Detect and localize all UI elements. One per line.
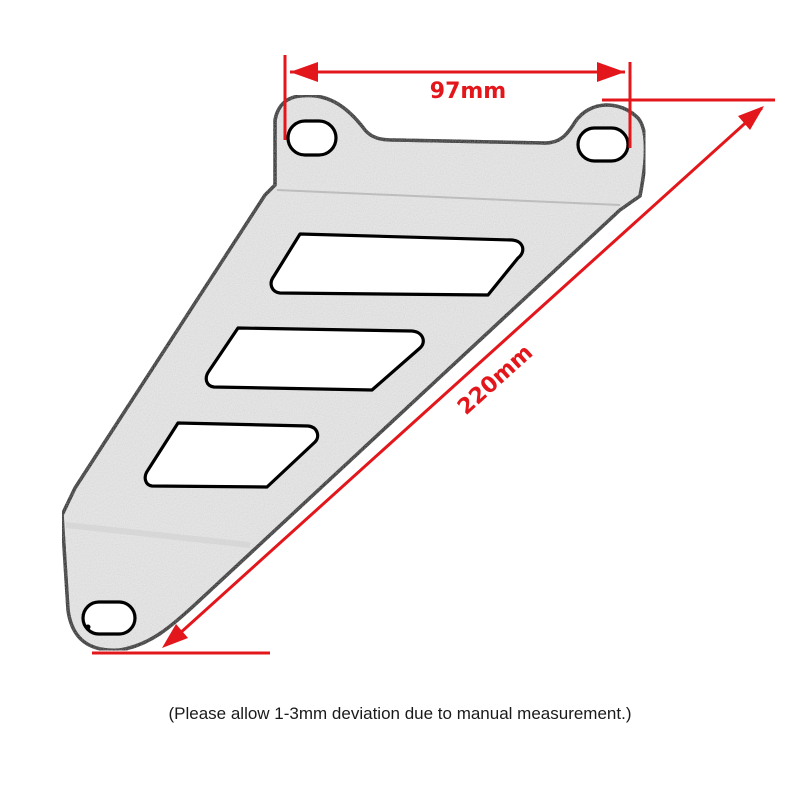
cutout-window-1 (269, 232, 525, 297)
arrowhead-left-icon (290, 62, 318, 82)
cutout-window-3 (143, 421, 320, 489)
bracket-plate (60, 93, 648, 652)
bend-line-bottom (65, 522, 251, 548)
arrowhead-top-icon (738, 106, 764, 130)
bend-line-top (276, 189, 621, 206)
mounting-slot-bottom (81, 600, 137, 636)
arrowhead-right-icon (597, 62, 625, 82)
dimension-width: 97mm (283, 55, 632, 148)
measurement-disclaimer: (Please allow 1-3mm deviation due to man… (168, 704, 632, 723)
dimension-label-width: 97mm (430, 79, 506, 104)
cutout-window-2 (204, 326, 425, 392)
mounting-slot-top-right (576, 126, 630, 163)
mounting-slot-top-left (286, 119, 338, 157)
rivet-dot (85, 624, 91, 630)
dimension-line-length (166, 106, 764, 646)
arrowhead-bottom-icon (162, 624, 188, 648)
